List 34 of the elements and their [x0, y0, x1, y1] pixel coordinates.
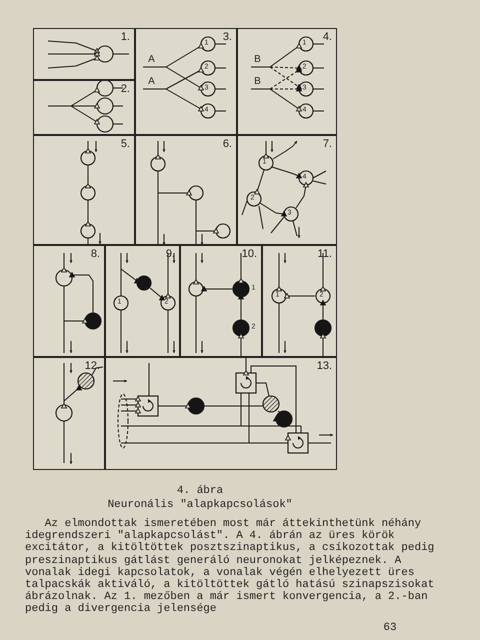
figure-panel: [33, 357, 105, 470]
figure-panel: [237, 28, 337, 135]
figure-panel: [237, 135, 337, 245]
page-number: 63: [382, 622, 398, 634]
figure-panel: [135, 135, 237, 245]
panel-number: 11.: [318, 249, 332, 260]
panel-number: 7.: [322, 139, 332, 150]
input-label: A: [148, 54, 155, 64]
figure-panel: [33, 80, 135, 135]
panel-number: 6.: [222, 139, 232, 150]
figure-panel: [180, 245, 262, 357]
panel-number: 13.: [316, 361, 332, 372]
figure-panel: [33, 135, 135, 245]
figure-panel: [262, 245, 337, 357]
panel-number: 9.: [166, 249, 175, 260]
panel-number: 5.: [120, 139, 130, 150]
panel-number: 10.: [242, 249, 257, 260]
figure-number: 4. ábra: [176, 485, 224, 498]
panel-number: 4.: [322, 32, 332, 43]
input-label: B: [254, 54, 261, 64]
figure-panel: [105, 245, 180, 357]
figure-caption: Neuronális "alapkapcsolások": [106, 499, 294, 512]
panel-number: 1.: [120, 32, 130, 43]
figure-panel: [105, 357, 337, 470]
panel-number: 12.: [84, 361, 100, 372]
figure-panel: [135, 28, 237, 135]
input-label: B: [254, 76, 261, 86]
input-label: A: [148, 76, 155, 86]
panel-number: 8.: [90, 249, 100, 260]
figure-panel: [33, 245, 105, 357]
figure-panel: [33, 28, 135, 80]
panel-number: 3.: [222, 32, 232, 43]
panel-number: 2.: [120, 84, 130, 95]
body-paragraph: Az elmondottak ismeretében most már áttekinthetünk néhány idegrendszeri "alapkapcsolást". A 4. ábrán az üres körök excitátor, a kitöltöttek posztszinaptikus, a csíkozottak pedig preszinaptikus gátlást generáló neuronokat jelképeznek. A vonalak idegi kapcsolatok, a vonalak végén elhelyezett üres talpacskák aktiváló, a kitöltöttek gátló hatású szinapszisokat ábrázolnak. Az 1. mezőben a már ismert konvergencia, a 2.-ban pedig a divergencia jelensége: [25, 518, 435, 616]
